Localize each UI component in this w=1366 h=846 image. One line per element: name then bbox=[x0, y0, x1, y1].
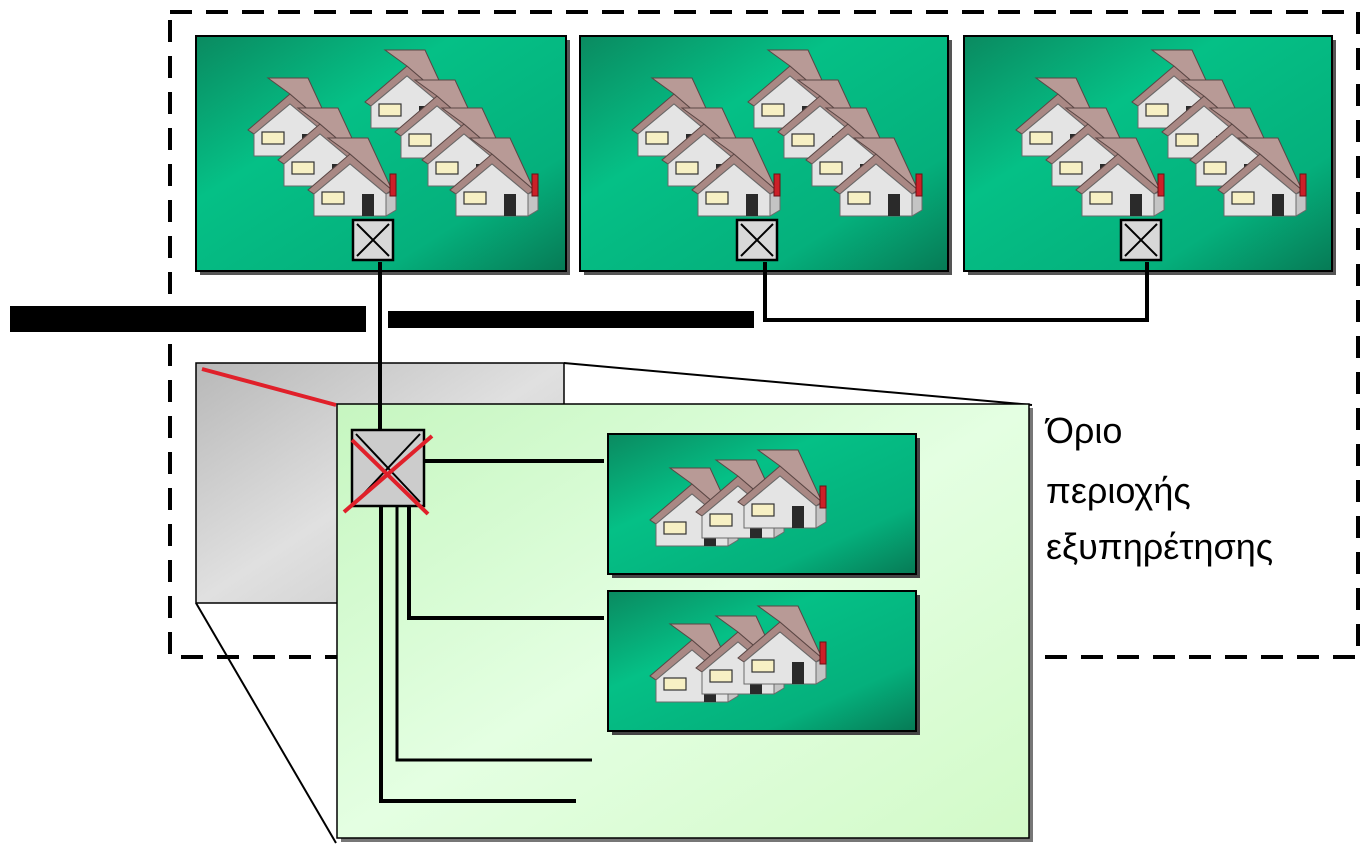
cabinet-icon bbox=[351, 218, 395, 262]
top-cell-3 bbox=[963, 35, 1336, 275]
cabinet-icon bbox=[1119, 218, 1163, 262]
boundary-label: Όριο περιοχής εξυπηρέτησης bbox=[1044, 410, 1273, 567]
small-cell-2 bbox=[607, 590, 920, 735]
thick-trunk-bar-right bbox=[388, 311, 754, 328]
boundary-label-line-3: εξυπηρέτησης bbox=[1046, 526, 1273, 567]
zoom-projection-line bbox=[195, 602, 337, 844]
top-cell-1 bbox=[195, 35, 570, 275]
zoom-projection-line bbox=[563, 362, 1033, 406]
small-cell-1 bbox=[607, 433, 920, 578]
boundary-label-line-2: περιοχής bbox=[1046, 470, 1191, 511]
decommissioned-cabinet-icon bbox=[342, 428, 434, 516]
boundary-label-line-1: Όριο bbox=[1044, 410, 1122, 451]
top-cell-2 bbox=[579, 35, 952, 275]
cabinet-icon bbox=[735, 218, 779, 262]
red-cable-line bbox=[201, 367, 337, 407]
drop-lines bbox=[379, 459, 604, 803]
thick-trunk-bar-left bbox=[10, 306, 366, 332]
cabinet-link-line bbox=[763, 262, 1149, 322]
